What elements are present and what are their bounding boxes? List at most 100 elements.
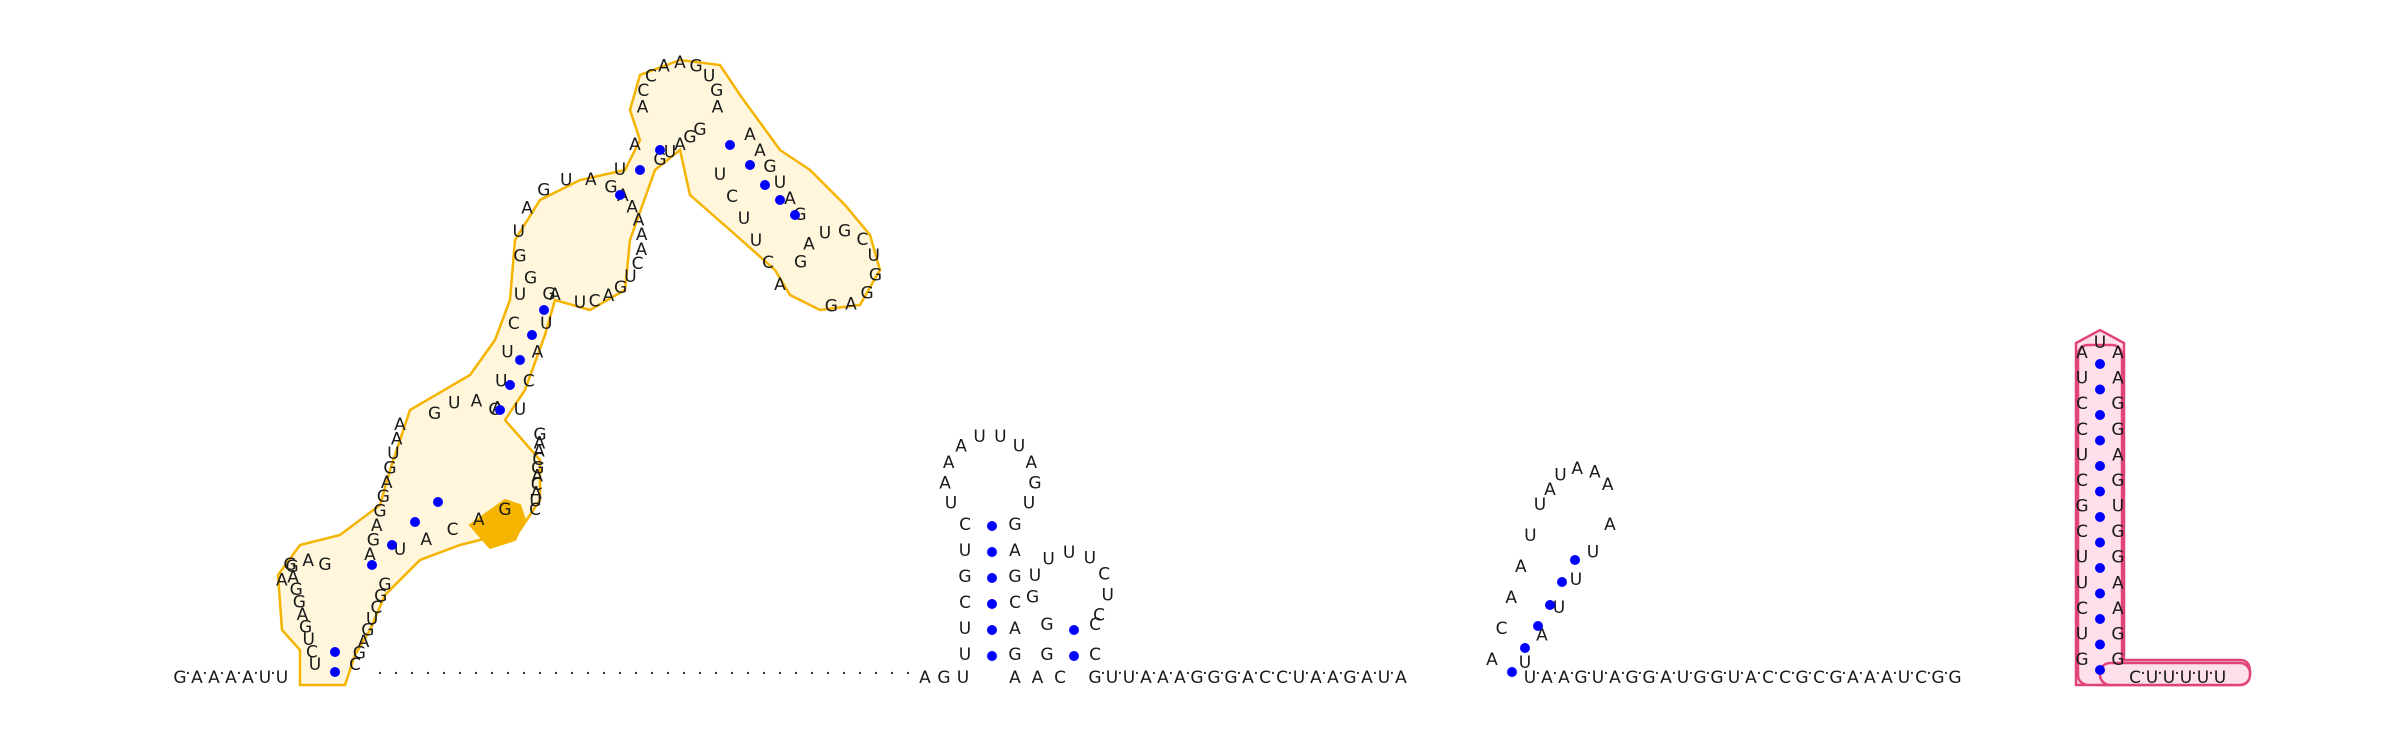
- hp1-nt: G: [1008, 515, 1021, 535]
- yellow-nt: A: [636, 240, 648, 260]
- hp1-nt: A: [1009, 541, 1021, 561]
- run-nt: U: [1378, 668, 1390, 688]
- backbone-dot: ·: [617, 664, 622, 684]
- run-nt: G: [1207, 668, 1220, 688]
- backbone-dot: ·: [473, 664, 478, 684]
- backbone-dot: ·: [1270, 664, 1275, 684]
- yellow-nt: C: [632, 254, 644, 274]
- backbone-dot: ·: [1100, 664, 1105, 684]
- backbone-dot: ·: [1654, 664, 1659, 684]
- pink-nt: U: [2094, 333, 2106, 353]
- base-pair-dot: [1069, 625, 1079, 635]
- hp1-nt: G: [937, 668, 950, 688]
- backbone-dot: ·: [585, 664, 590, 684]
- backbone-dot: ·: [889, 664, 894, 684]
- backbone-dot: ·: [681, 664, 686, 684]
- hp3-nt: C: [1496, 619, 1508, 639]
- pink-nt: U: [2076, 445, 2088, 465]
- yellow-nt: A: [302, 551, 314, 571]
- pink-nt: U: [2112, 497, 2124, 517]
- base-pair-dot: [1557, 577, 1567, 587]
- base-pair-dot: [2095, 384, 2105, 395]
- base-pair-dot: [2095, 665, 2105, 675]
- yellow-nt: C: [529, 500, 541, 520]
- base-pair-dot: [2095, 486, 2105, 497]
- backbone-dot: ·: [1569, 664, 1574, 684]
- base-pair-dot: [2095, 639, 2105, 650]
- yellow-nt: U: [614, 160, 626, 180]
- yellow-nt: U: [540, 314, 552, 334]
- hp2-nt: G: [1026, 588, 1039, 608]
- pink-nt: G: [2075, 650, 2088, 670]
- base-pair-dot: [1507, 667, 1517, 677]
- hp1-nt: C: [959, 593, 971, 613]
- yellow-nt: U: [774, 173, 786, 193]
- yellow-nt: A: [774, 275, 786, 295]
- run-nt: A: [1140, 668, 1152, 688]
- yellow-nt: G: [861, 283, 874, 303]
- base-pair-dot: [745, 160, 755, 170]
- run-nt: G: [1693, 668, 1706, 688]
- base-pair-dot: [655, 145, 665, 155]
- pink-nt: C: [2076, 394, 2088, 414]
- yellow-nt: A: [845, 295, 857, 315]
- hp3-nt: A: [1602, 475, 1614, 495]
- backbone-dot: ·: [1603, 664, 1608, 684]
- yellow-nt: C: [370, 598, 382, 618]
- backbone-dot: ·: [857, 664, 862, 684]
- pink-nt: A: [2112, 343, 2124, 363]
- nucleotide-5prime: A: [208, 668, 220, 688]
- run-nt: A: [1327, 668, 1339, 688]
- yellow-nt: A: [803, 235, 815, 255]
- yellow-nt: G: [524, 268, 537, 288]
- base-pair-dot: [433, 497, 443, 507]
- backbone-dot: ·: [253, 664, 258, 684]
- backbone-dot: ·: [601, 664, 606, 684]
- backbone-dot: ·: [457, 664, 462, 684]
- yellow-nt: A: [276, 571, 288, 591]
- yellow-nt: G: [378, 575, 391, 595]
- base-pair-dot: [635, 165, 645, 175]
- pink-nt: G: [2111, 522, 2124, 542]
- base-pair-layer: [330, 140, 2105, 677]
- backbone-dot: ·: [2157, 664, 2162, 684]
- pink-nt: G: [2111, 548, 2124, 568]
- yellow-nt: A: [533, 442, 545, 462]
- backbone-dot: ·: [1773, 664, 1778, 684]
- backbone-dot: ·: [841, 664, 846, 684]
- yellow-nt: C: [637, 81, 649, 101]
- yellow-nt: G: [353, 644, 366, 664]
- nucleotide-5prime: G: [173, 668, 186, 688]
- nucleotide-5prime: A: [242, 668, 254, 688]
- hp2-nt: U: [1029, 566, 1041, 586]
- yellow-nt: U: [574, 293, 586, 313]
- base-pair-dot: [2095, 461, 2105, 471]
- backbone-dot: ·: [1535, 664, 1540, 684]
- hp2-nt: C: [1089, 615, 1101, 635]
- backbone-dot: ·: [1202, 664, 1207, 684]
- pink-nt: A: [2112, 573, 2124, 593]
- yellow-nt: A: [394, 415, 406, 435]
- backbone-dot: ·: [1756, 664, 1761, 684]
- run-nt: G: [1931, 668, 1944, 688]
- backbone-dot: ·: [393, 664, 398, 684]
- hp3-nt: A: [1604, 515, 1616, 535]
- pink-nt: G: [2111, 650, 2124, 670]
- hp2-nt: A: [1009, 668, 1021, 688]
- backbone-dot: ·: [633, 664, 638, 684]
- run-nt: A: [1361, 668, 1373, 688]
- yellow-nt: A: [633, 211, 645, 231]
- yellow-nt: A: [636, 225, 648, 245]
- backbone-dot: ·: [1168, 664, 1173, 684]
- backbone-dot: ·: [793, 664, 798, 684]
- base-pair-dot: [330, 647, 340, 657]
- backbone-dot: ·: [377, 664, 382, 684]
- backbone-dot: ·: [2174, 664, 2179, 684]
- hp1-nt: C: [1009, 593, 1021, 613]
- backbone-dot: ·: [1943, 664, 1948, 684]
- yellow-nt: C: [532, 450, 544, 470]
- yellow-nt: U: [819, 223, 831, 243]
- run-nt: A: [1174, 668, 1186, 688]
- backbone-dot: ·: [1705, 664, 1710, 684]
